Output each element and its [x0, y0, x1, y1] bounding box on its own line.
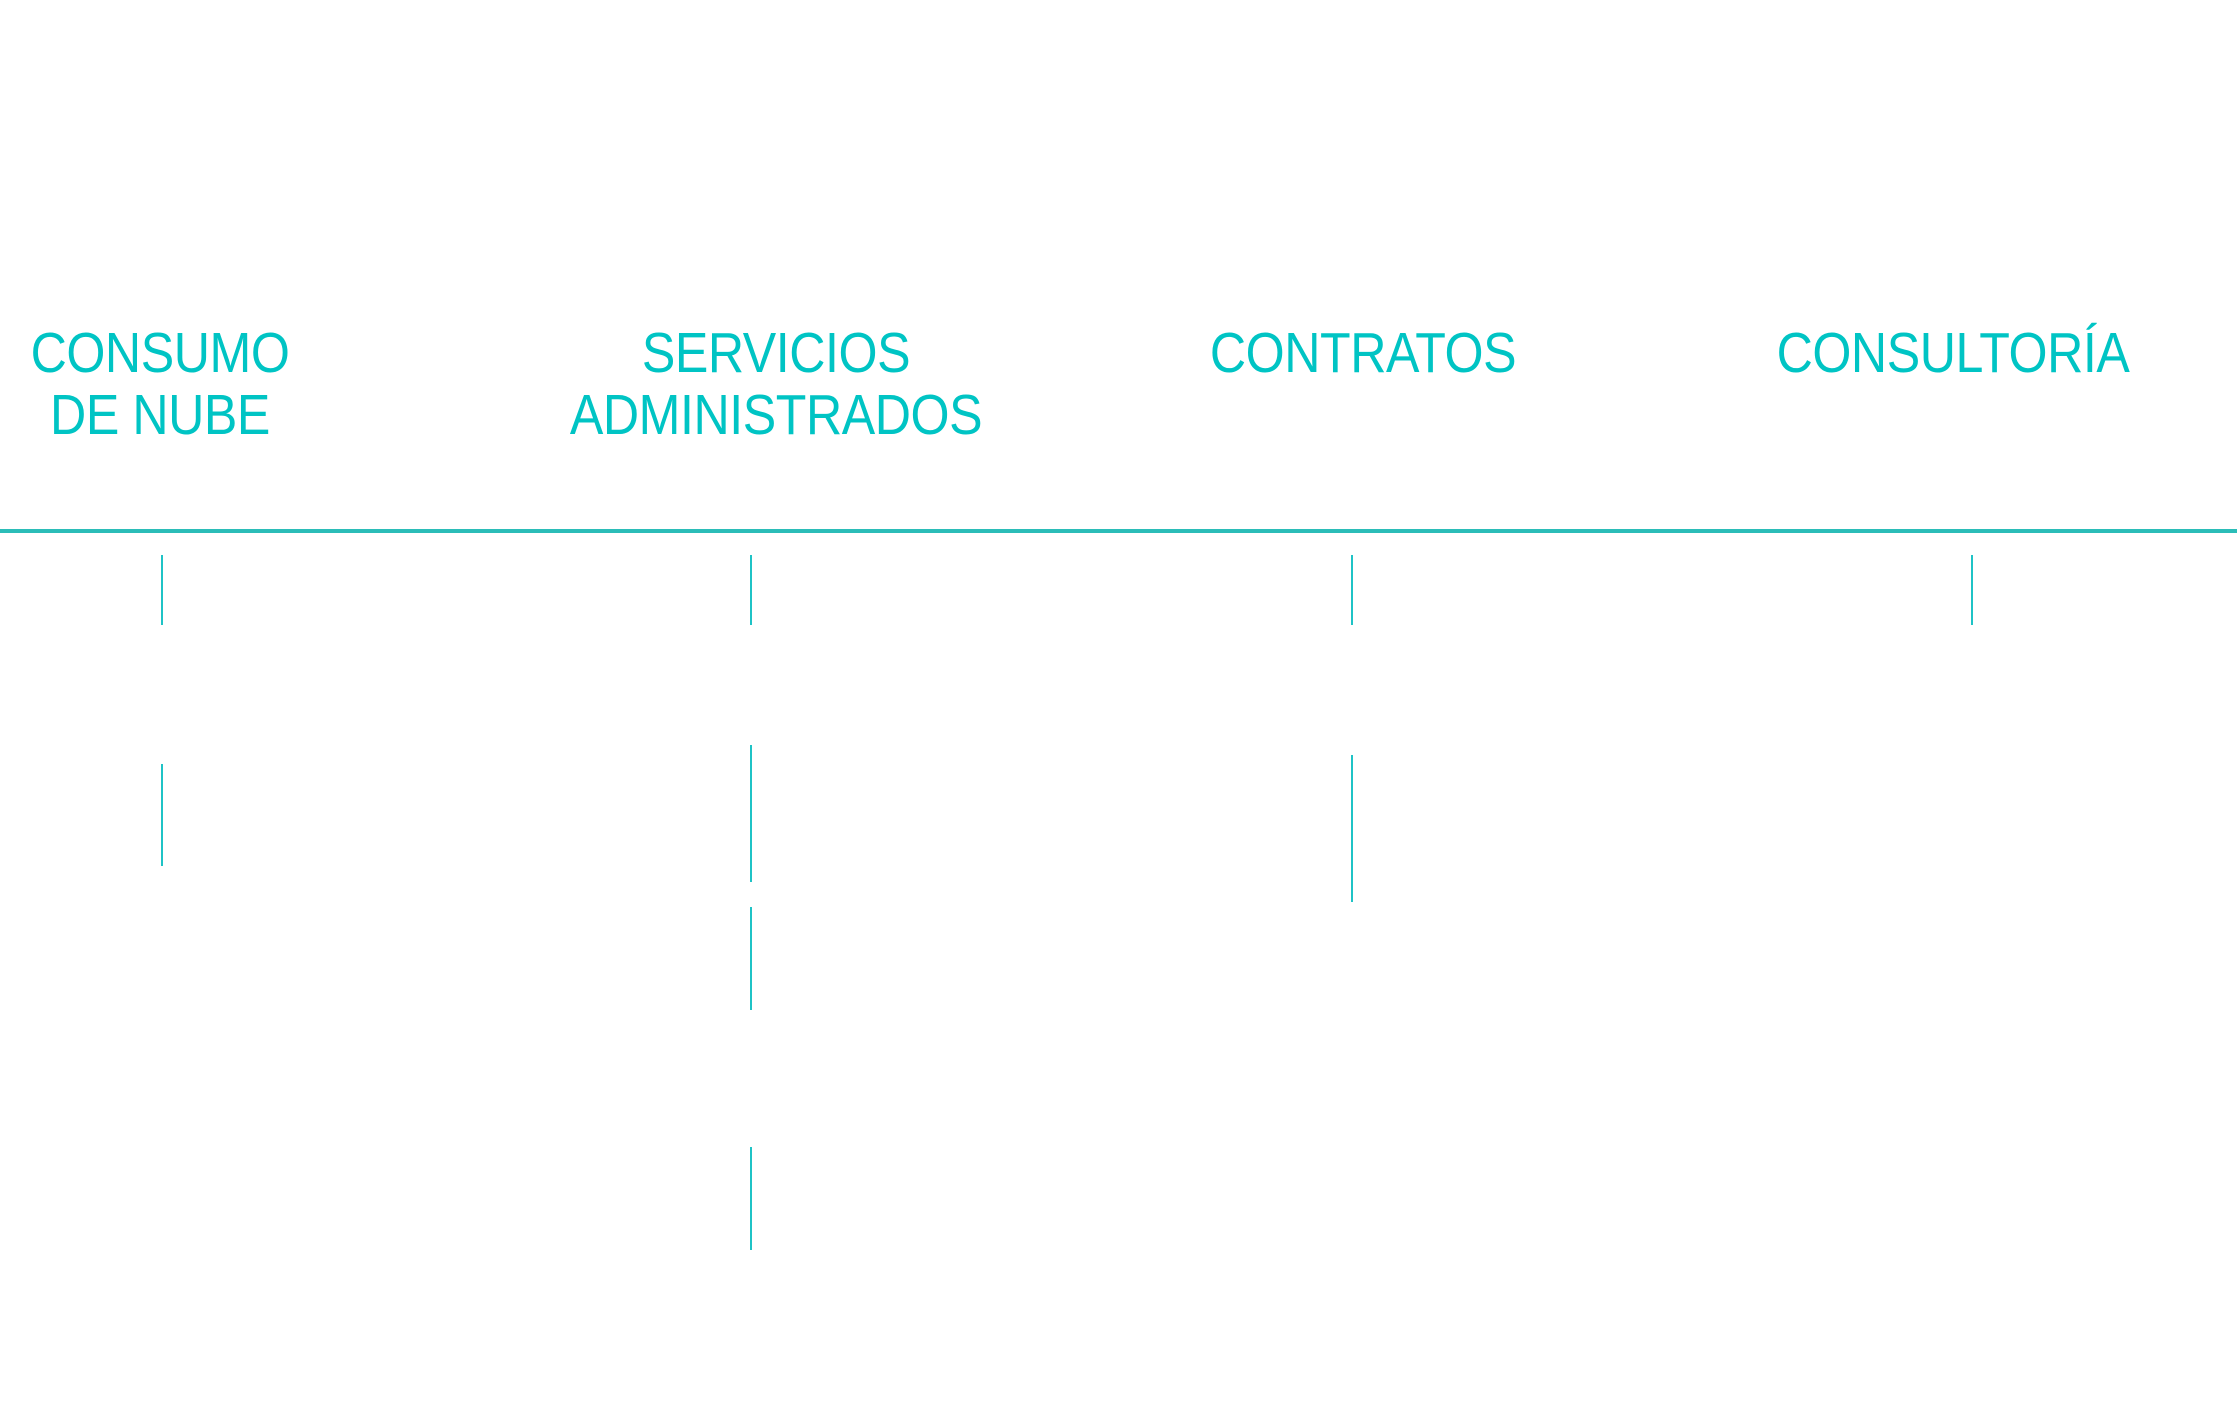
connector-tick-servicios-1	[750, 555, 752, 625]
connector-tick-consultoria-1	[1971, 555, 1973, 625]
heading-line: CONTRATOS	[1209, 321, 1517, 385]
heading-line: CONSULTORÍA	[1776, 321, 2130, 385]
connector-tick-consumo-1	[161, 555, 163, 625]
connector-tick-servicios-4	[750, 1147, 752, 1250]
heading-line: ADMINISTRADOS	[569, 383, 983, 447]
horizontal-divider-line	[0, 529, 2237, 533]
connector-tick-contratos-2	[1351, 755, 1353, 902]
heading-line: SERVICIOS	[641, 321, 911, 385]
connector-tick-servicios-2	[750, 745, 752, 882]
heading-line: DE NUBE	[50, 383, 270, 447]
connector-tick-servicios-3	[750, 907, 752, 1010]
column-heading-consultoria: CONSULTORÍA	[1777, 322, 2130, 384]
heading-line: CONSUMO	[30, 321, 290, 385]
column-heading-contratos: CONTRATOS	[1209, 321, 1517, 385]
column-heading-servicios-administrados: SERVICIOS ADMINISTRADOS	[569, 321, 983, 447]
connector-tick-contratos-1	[1351, 555, 1353, 625]
column-heading-consumo-de-nube: CONSUMO DE NUBE	[31, 322, 290, 446]
connector-tick-consumo-2	[161, 764, 163, 866]
